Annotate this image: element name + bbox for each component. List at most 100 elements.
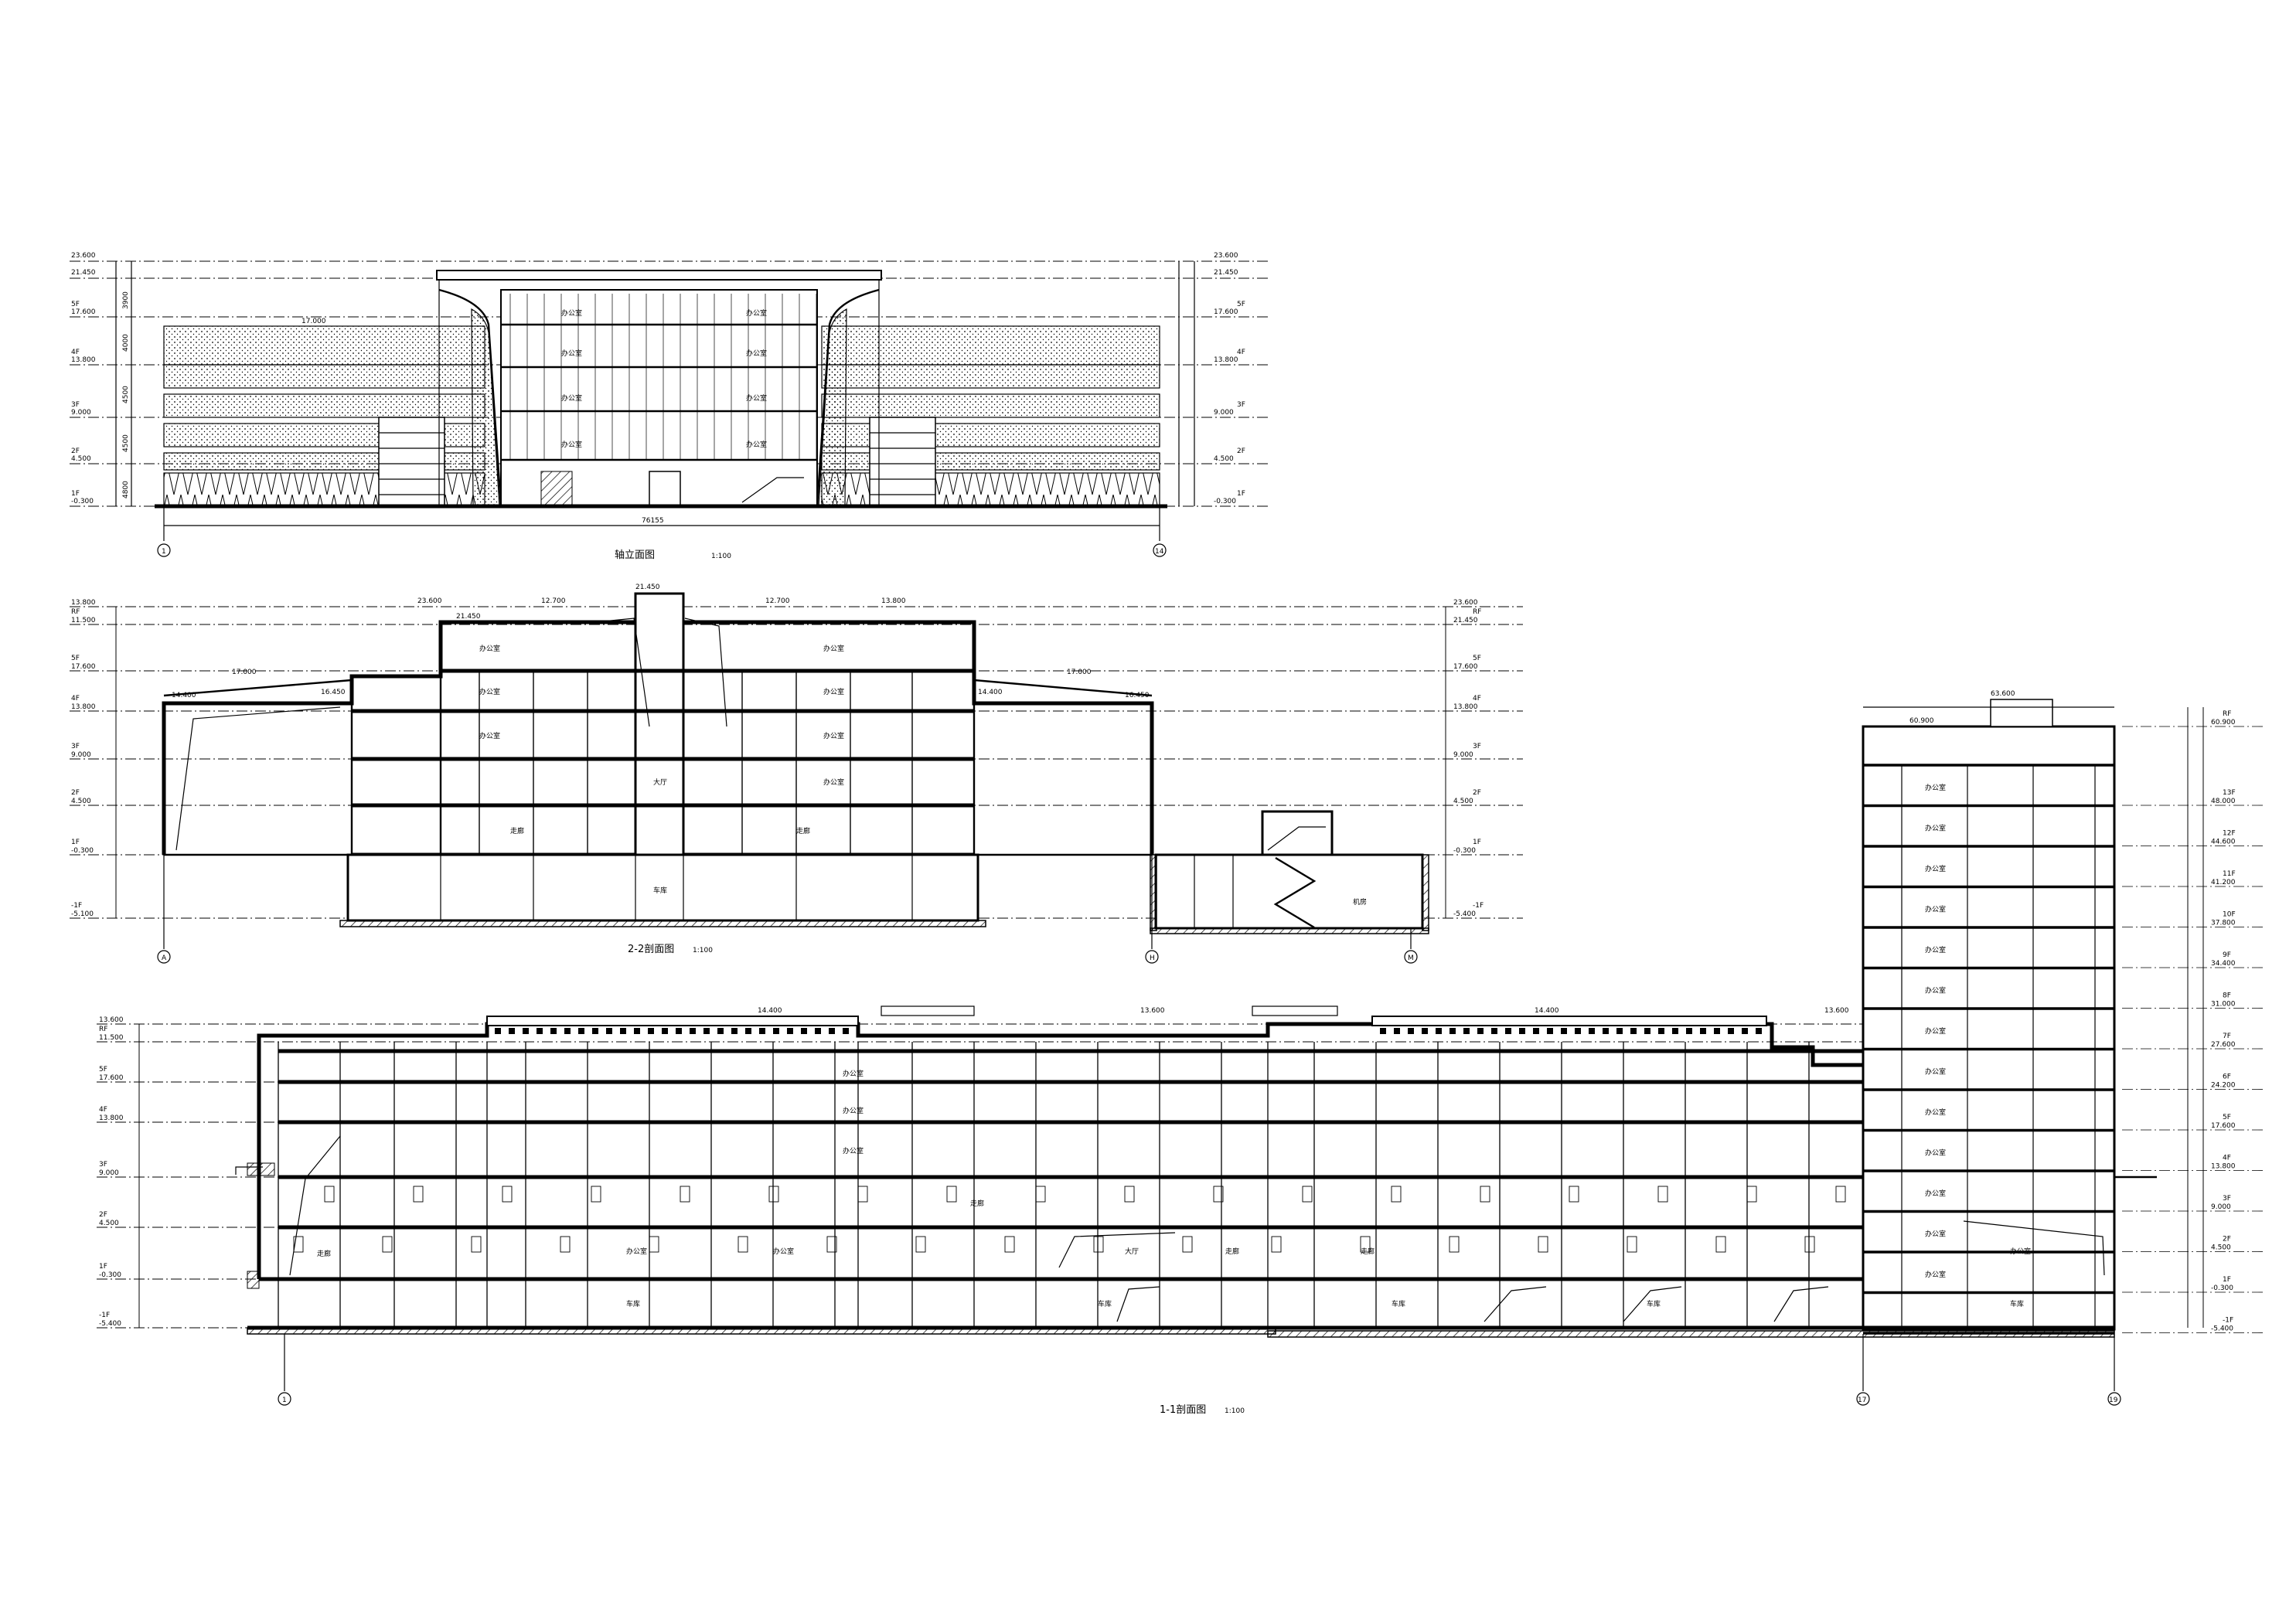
elevation-title: 轴立面图 <box>615 550 655 561</box>
level-name: 10F <box>2223 911 2236 919</box>
level-elev: 9.000 <box>71 751 91 759</box>
elev-mark: 13.800 <box>881 597 906 605</box>
section22-top-marks: 23.600 21.450 12.700 21.450 12.700 13.80… <box>172 584 1150 699</box>
level-name: 2F <box>1473 789 1481 797</box>
elev-mark: 17.000 <box>1067 669 1092 676</box>
room-label: 车库 <box>1392 1299 1405 1308</box>
level-elev: 9.000 <box>1214 409 1234 417</box>
level-name: 2F <box>2223 1236 2231 1244</box>
axis-label: 1 <box>162 548 166 556</box>
elev-mark: 14.400 <box>978 689 1003 696</box>
level-name: 6F <box>2223 1073 2231 1081</box>
level-name: 5F <box>71 301 80 308</box>
level-elev: 37.800 <box>2211 920 2236 927</box>
level-name: 4F <box>99 1106 107 1114</box>
level-elev: 31.000 <box>2211 1001 2236 1009</box>
level-name: 4F <box>2223 1155 2231 1162</box>
elev-mark: 21.450 <box>456 613 481 621</box>
level-elev: 21.450 <box>1453 617 1478 624</box>
elev-mark: 12.700 <box>765 597 790 605</box>
section22-slabs <box>352 669 974 808</box>
axis-bubble <box>2107 1392 2121 1406</box>
level-elev: 23.600 <box>1214 252 1238 260</box>
level-elev: 17.600 <box>2211 1122 2236 1130</box>
room-label: 办公室 <box>823 687 844 696</box>
level-elev: 13.800 <box>1453 703 1478 711</box>
level-name: 13F <box>2223 789 2236 797</box>
level-elev: 4.500 <box>99 1220 119 1227</box>
level-name: 4F <box>71 695 80 703</box>
level-elev: 13.800 <box>71 599 96 607</box>
level-name: 3F <box>71 401 80 409</box>
room-label: 办公室 <box>823 777 844 787</box>
room-label: 办公室 <box>1925 1270 1946 1279</box>
level-elev: 44.600 <box>2211 839 2236 846</box>
room-label: 办公室 <box>773 1247 794 1256</box>
level-name: 3F <box>1473 743 1481 750</box>
level-elev: 23.600 <box>1453 599 1478 607</box>
level-name: 7F <box>2223 1033 2231 1040</box>
axis-label: 19 <box>2109 1397 2118 1404</box>
level-name: 1F <box>1237 490 1245 498</box>
level-elev: 27.600 <box>2211 1041 2236 1049</box>
dim-text: 4800 <box>122 481 130 498</box>
level-elev: -5.100 <box>71 910 94 918</box>
level-name: 3F <box>71 743 80 750</box>
room-label: 办公室 <box>823 731 844 740</box>
elevation-center-block <box>436 270 882 507</box>
axis-bubble <box>1145 950 1159 964</box>
axis-bubble <box>1856 1392 1870 1406</box>
room-label: 办公室 <box>626 1247 647 1256</box>
room-label: 办公室 <box>843 1069 864 1078</box>
level-elev: -5.400 <box>99 1320 121 1328</box>
level-name: 5F <box>2223 1114 2231 1121</box>
elevation-drawing: 办公室 办公室 办公室 办公室 办公室 办公室 办公室 办公室 17.000 2… <box>70 252 1268 561</box>
level-elev: 21.450 <box>1214 269 1238 277</box>
axis-label: 1 <box>282 1397 287 1404</box>
level-name: 1F <box>71 490 80 498</box>
room-label: 办公室 <box>1925 1026 1946 1036</box>
axis-label: 17 <box>1858 1397 1866 1404</box>
level-elev: 9.000 <box>99 1169 119 1177</box>
axis-label: M <box>1408 954 1414 962</box>
room-label: 办公室 <box>746 308 767 318</box>
axis-bubble <box>157 543 171 557</box>
room-label: 大厅 <box>653 777 667 787</box>
level-elev: 4.500 <box>71 455 91 463</box>
level-elev: 17.600 <box>71 308 96 316</box>
level-elev: 24.200 <box>2211 1082 2236 1090</box>
axis-label: H <box>1150 954 1155 962</box>
level-name: RF <box>1473 608 1481 616</box>
level-name: 1F <box>2223 1276 2231 1284</box>
level-name: 9F <box>2223 951 2231 959</box>
level-name: 5F <box>99 1066 107 1073</box>
elevation-right-wing <box>821 325 1160 507</box>
section11-scale: 1:100 <box>1225 1407 1245 1415</box>
room-label: 办公室 <box>1925 1148 1946 1158</box>
elevation-left-wing <box>163 325 485 507</box>
room-label: 走廊 <box>317 1249 331 1258</box>
section11-title: 1-1剖面图 <box>1160 1404 1206 1416</box>
level-name: 2F <box>71 447 80 455</box>
dim-text: 4500 <box>122 386 130 403</box>
room-label: 办公室 <box>1925 824 1946 833</box>
level-elev: -0.300 <box>2211 1284 2233 1292</box>
section22-right-levels: 23.600RF21.4505F17.6004F13.8003F9.0002F4… <box>1445 599 1484 918</box>
level-elev: 4.500 <box>71 798 91 805</box>
elev-mark: 23.600 <box>417 597 442 605</box>
room-label: 办公室 <box>843 1146 864 1155</box>
level-name: 3F <box>1237 401 1245 409</box>
elev-mark: 16.450 <box>321 689 346 696</box>
elevation-left-levels: 23.600 21.450 5F 17.600 4F 13.800 3F 9.0… <box>71 252 132 506</box>
axis-bubble <box>157 950 171 964</box>
axis-label: A <box>162 954 167 962</box>
room-label: 办公室 <box>1925 1230 1946 1239</box>
level-elev: 41.200 <box>2211 879 2236 886</box>
total-width-dim: 76155 <box>642 517 664 525</box>
tower-outline <box>1862 725 2116 1331</box>
level-elev: 48.000 <box>2211 798 2236 805</box>
axis-bubble <box>278 1392 291 1406</box>
roof-elevation-mark: 17.000 <box>301 318 326 325</box>
level-elev: 13.800 <box>99 1114 124 1122</box>
room-label: 办公室 <box>479 687 500 696</box>
